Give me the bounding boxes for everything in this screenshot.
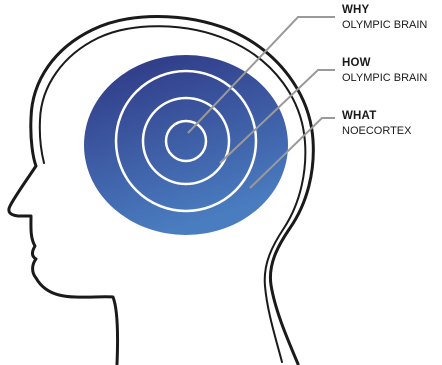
label-what: WHAT NOECORTEX (342, 109, 411, 138)
label-why-sub: OLYMPIC BRAIN (342, 18, 427, 32)
label-how: HOW OLYMPIC BRAIN (342, 56, 427, 85)
label-why: WHY OLYMPIC BRAIN (342, 3, 427, 32)
label-what-heading: WHAT (342, 109, 411, 124)
label-how-heading: HOW (342, 56, 427, 71)
label-why-heading: WHY (342, 3, 427, 18)
label-how-sub: OLYMPIC BRAIN (342, 71, 427, 85)
label-what-sub: NOECORTEX (342, 124, 411, 138)
brain-ellipse (84, 55, 288, 235)
